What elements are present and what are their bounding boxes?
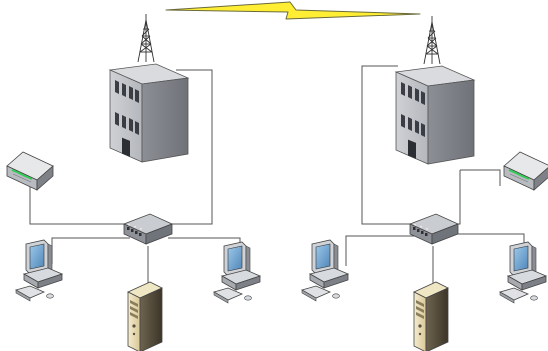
left-tower-building-icon <box>109 13 189 163</box>
wire-left-pc1-switch <box>51 237 130 264</box>
right-modem-icon <box>503 151 548 191</box>
right-switch-icon <box>409 213 459 245</box>
right-tower-building-icon <box>395 15 475 165</box>
left-pc-2-icon <box>213 241 261 304</box>
left-switch-icon <box>123 213 173 245</box>
right-pc-1-icon <box>301 239 349 302</box>
left-modem-icon <box>6 151 54 191</box>
wire-right-pc1-switch <box>345 235 414 266</box>
wire-left-modem-switch <box>29 185 126 225</box>
wire-right-tower-switch <box>361 65 410 225</box>
right-server-icon <box>413 281 449 351</box>
left-server-icon <box>127 281 163 351</box>
left-pc-1-icon <box>15 239 63 302</box>
wire-left-tower-switch <box>165 69 213 225</box>
wire-right-modem-switch <box>456 170 461 225</box>
wireless-link-bolt <box>165 1 421 20</box>
right-pc-2-icon <box>499 241 547 304</box>
wire-right-modem-link <box>460 169 501 186</box>
